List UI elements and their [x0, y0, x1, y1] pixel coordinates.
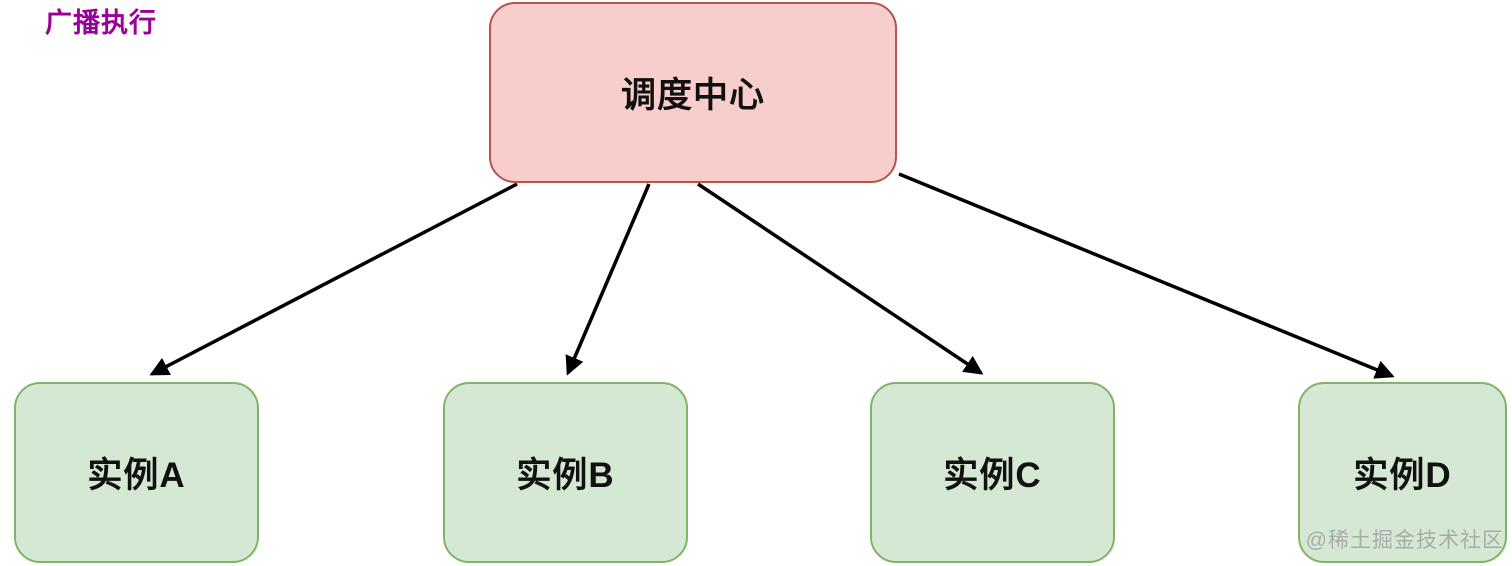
- arrow-center-to-instance-a: [149, 182, 518, 376]
- arrow-center-to-instance-d: [898, 172, 1395, 379]
- arrow-center-to-instance-c: [697, 182, 984, 375]
- node-dispatch-center: 调度中心: [489, 2, 897, 183]
- watermark: @稀土掘金技术社区: [1305, 529, 1504, 552]
- node-instance-c: 实例C: [870, 382, 1115, 563]
- diagram-title: 广播执行: [45, 8, 157, 38]
- node-instance-b-label: 实例B: [516, 456, 615, 495]
- node-instance-d: 实例D: [1298, 382, 1507, 563]
- node-instance-b: 实例B: [443, 382, 688, 563]
- node-instance-a-label: 实例A: [87, 456, 186, 495]
- node-instance-c-label: 实例C: [943, 456, 1042, 495]
- node-instance-d-label: 实例D: [1353, 456, 1452, 495]
- node-instance-a: 实例A: [14, 382, 259, 563]
- node-dispatch-center-label: 调度中心: [620, 76, 765, 115]
- arrow-center-to-instance-b: [565, 183, 651, 376]
